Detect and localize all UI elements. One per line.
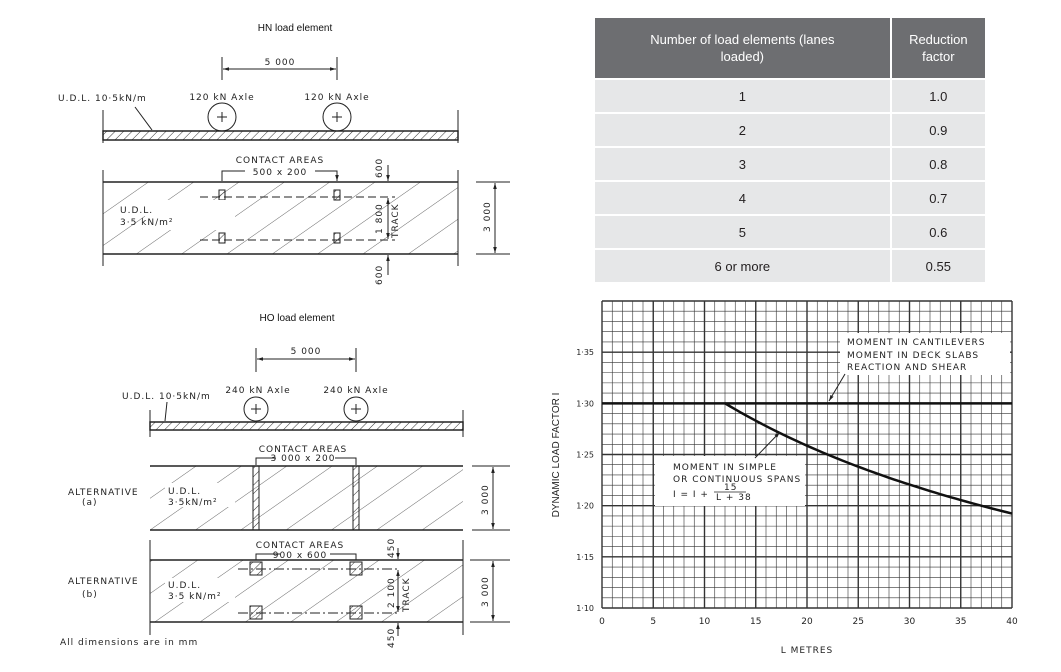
x-tick-label: 40	[1006, 617, 1018, 627]
ho-a-contact-areas: CONTACT AREAS	[259, 445, 348, 455]
load-elements-cell: 2	[595, 112, 891, 147]
hn-udl-area-value: 3·5 kN/m²	[120, 218, 174, 228]
ho-b-contact-areas: CONTACT AREAS	[256, 541, 345, 551]
x-tick-label: 5	[650, 617, 656, 627]
ho-b-udl-value: 3·5 kN/m²	[168, 592, 222, 602]
reduction-factor-cell: 1.0	[889, 78, 985, 113]
ho-b-edge-top: 450	[387, 538, 397, 558]
y-tick-label: 1·30	[576, 399, 594, 408]
hn-udl-strip	[102, 130, 459, 141]
annotation-lower-1: MOMENT IN SIMPLE	[673, 463, 777, 473]
reduction-factor-cell: 0.6	[889, 214, 985, 249]
ho-b-track-label: TRACK	[402, 577, 412, 613]
hn-spacing: 5 000	[265, 58, 296, 68]
hn-title: HN load element	[258, 23, 333, 34]
series-line-simple-spans	[724, 402, 1013, 515]
annotation-box-lower	[655, 456, 805, 506]
ho-title: HO load element	[259, 313, 334, 324]
ho-a-width: 3 000	[481, 484, 491, 515]
reduction-factor-cell: 0.55	[889, 248, 985, 282]
ho-axle-1: 240 kN Axle	[225, 386, 290, 396]
load-elements-cell: 5	[595, 214, 891, 249]
y-tick-label: 1·10	[576, 604, 594, 613]
annotation-upper-2: MOMENT IN DECK SLABS	[847, 351, 979, 361]
header-load-elements: Number of load elements (lanes loaded)	[595, 18, 891, 79]
hn-edge-bottom: 600	[375, 265, 385, 285]
ho-alt-a-sub: (a)	[82, 498, 98, 508]
annotation-upper-3: REACTION AND SHEAR	[847, 363, 967, 373]
ho-a-udl-value: 3·5kN/m²	[168, 498, 218, 508]
x-tick-label: 25	[853, 617, 864, 627]
header-reduction-factor: Reduction factor	[889, 18, 985, 79]
axle-wheel-icon	[343, 396, 369, 422]
ho-a-udl-area: U.D.L.	[168, 487, 201, 497]
hn-contact-areas: CONTACT AREAS	[236, 156, 325, 166]
y-tick-label: 1·25	[576, 451, 594, 460]
hn-track-label: TRACK	[391, 203, 401, 239]
ho-a-contact-size: 3 000 x 200	[271, 454, 336, 464]
ho-b-width: 3 000	[481, 576, 491, 607]
ho-spacing: 5 000	[291, 347, 322, 357]
y-tick-label: 1·20	[576, 502, 594, 511]
load-elements-cell: 3	[595, 146, 891, 181]
ho-b-udl-area: U.D.L.	[168, 581, 201, 591]
reduction-factor-cell: 0.9	[889, 112, 985, 147]
reduction-factor-cell: 0.8	[889, 146, 985, 181]
x-tick-label: 20	[801, 617, 813, 627]
x-tick-label: 15	[750, 617, 761, 627]
formula-lhs: I = I +	[673, 490, 709, 500]
ho-b-track: 2 100	[387, 577, 397, 608]
ho-udl-line: U.D.L. 10·5kN/m	[122, 392, 211, 402]
hn-track: 1 800	[375, 203, 385, 234]
y-tick-label: 1·15	[576, 553, 594, 562]
ho-b-edge-bottom: 450	[387, 628, 397, 648]
x-axis-label: L METRES	[781, 646, 833, 656]
ho-axle-2: 240 kN Axle	[323, 386, 388, 396]
load-elements-cell: 1	[595, 78, 891, 113]
hn-contact-size: 500 x 200	[253, 168, 307, 178]
dynamic-load-factor-chart: 0 5 10 15 20 25 30 35 40 1·10 1·15 1·20 1·25 1·30 1·35…	[551, 300, 1018, 656]
y-tick-label: 1·35	[576, 348, 594, 357]
hn-axle-2: 120 kN Axle	[304, 93, 369, 103]
annotation-upper-1: MOMENT IN CANTILEVERS	[847, 338, 985, 348]
hn-axle-1: 120 kN Axle	[189, 93, 254, 103]
hn-width: 3 000	[483, 201, 493, 232]
formula-numerator: 15	[724, 483, 737, 493]
x-tick-label: 35	[955, 617, 966, 627]
y-axis-label: DYNAMIC LOAD FACTOR I	[551, 393, 562, 518]
ho-b-contact-size: 900 x 600	[273, 551, 327, 561]
load-elements-cell: 6 or more	[595, 248, 891, 282]
dimensions-note: All dimensions are in mm	[60, 638, 198, 648]
load-elements-cell: 4	[595, 180, 891, 215]
ho-alt-a-label: ALTERNATIVE	[68, 488, 139, 498]
hn-udl-area: U.D.L.	[120, 206, 153, 216]
annotation-box-upper	[840, 333, 1010, 375]
annotation-lower-2: OR CONTINUOUS SPANS	[673, 475, 801, 485]
x-tick-label: 0	[599, 617, 605, 627]
hn-udl-line: U.D.L. 10·5kN/m	[58, 94, 147, 104]
ho-load-element-diagram: HO load element 5 000 U.D.L. 10·5kN/m 24…	[60, 313, 510, 648]
hn-load-element-diagram: HN load element 5 000 U.D.L. 10·5kN/m 12…	[58, 23, 510, 285]
ho-alt-b-label: ALTERNATIVE	[68, 577, 139, 587]
hn-edge-top: 600	[375, 158, 385, 178]
reduction-factor-table: Number of load elements (lanes loaded) R…	[595, 18, 985, 282]
axle-wheel-icon	[243, 396, 269, 422]
ho-alt-b-sub: (b)	[82, 590, 98, 600]
x-tick-label: 10	[699, 617, 711, 627]
x-tick-label: 30	[904, 617, 916, 627]
reduction-factor-cell: 0.7	[889, 180, 985, 215]
formula-denominator: L + 38	[716, 493, 752, 503]
